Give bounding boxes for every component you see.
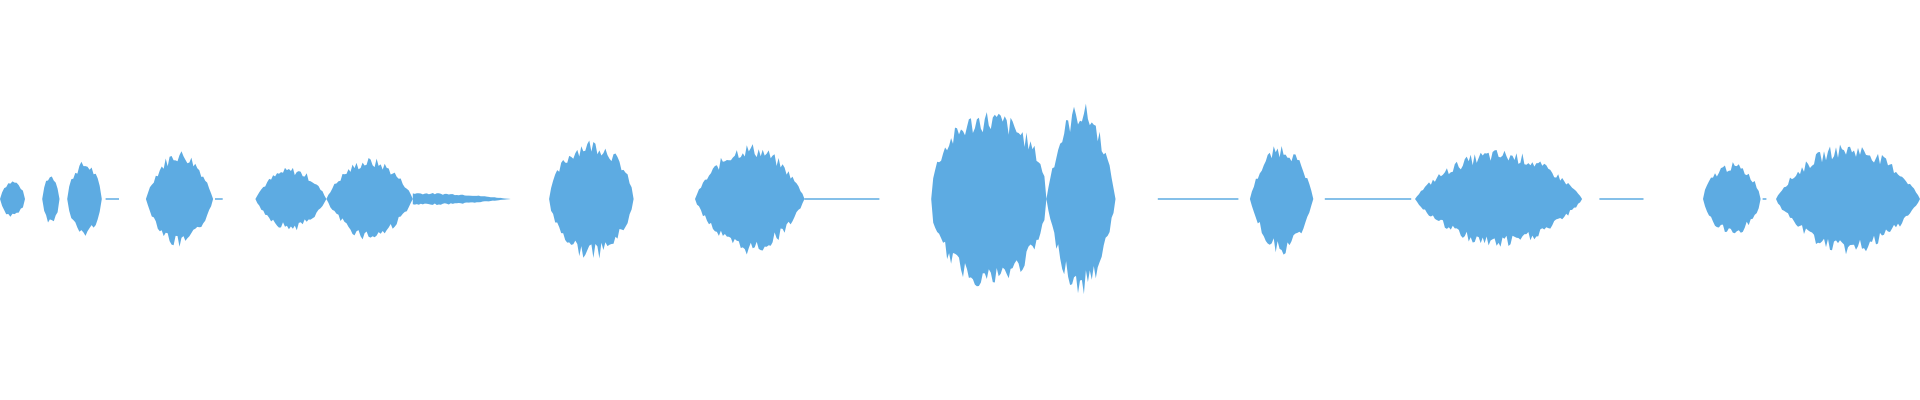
waveform-segment bbox=[145, 151, 214, 247]
waveform-segment bbox=[255, 167, 327, 231]
waveform-segment bbox=[1249, 146, 1314, 255]
waveform-segment bbox=[695, 144, 805, 255]
waveform-segment bbox=[549, 140, 634, 259]
waveform-segment bbox=[42, 176, 60, 223]
waveform-segment bbox=[1046, 103, 1116, 295]
waveform-segment bbox=[0, 181, 25, 217]
waveform-segment bbox=[1776, 144, 1920, 255]
waveform-segment bbox=[1415, 150, 1583, 247]
waveform-segment bbox=[326, 158, 413, 240]
waveform-segment bbox=[67, 161, 102, 236]
waveform-segment bbox=[931, 112, 1047, 287]
waveform-segments bbox=[0, 103, 1920, 295]
waveform-segment bbox=[412, 193, 511, 205]
waveform-segment bbox=[1703, 162, 1761, 234]
